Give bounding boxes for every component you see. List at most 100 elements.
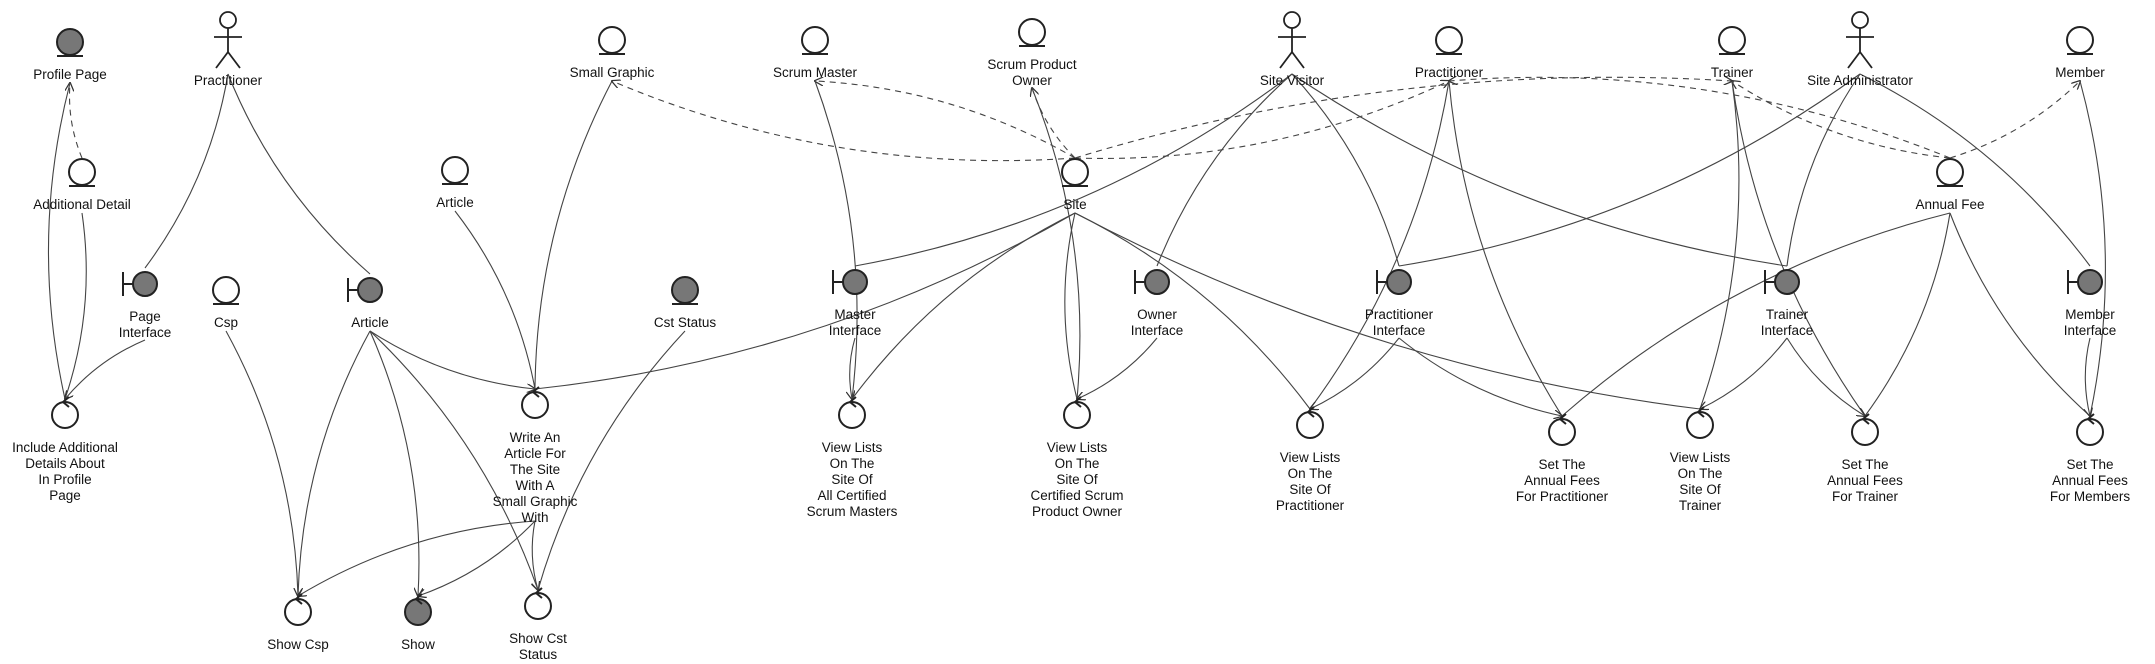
- entity-icon: [2066, 26, 2094, 54]
- edge-page_interface-to-include_details: [65, 339, 146, 399]
- node-label-line: Site Of: [1289, 482, 1331, 497]
- node-label-line: Show Cst: [509, 631, 567, 646]
- edge-site-to-view_scrum_masters: [851, 212, 1076, 400]
- node-scrum_master: Scrum Master: [773, 26, 858, 80]
- edge-site_visitor-to-owner_interface: [1156, 73, 1293, 267]
- node-label-line: Scrum Product: [987, 57, 1077, 72]
- edge-csp-to-show_csp: [225, 330, 299, 597]
- node-label-line: Small Graphic: [493, 494, 578, 509]
- entity-icon: [801, 26, 829, 54]
- node-label-line: Interface: [1373, 323, 1426, 338]
- node-label-line: Site Of: [1679, 482, 1721, 497]
- control-icon: [284, 598, 312, 626]
- edge-annual_fee-to-member: [1949, 81, 2080, 159]
- edge-scrum_product_owner-to-view_product_owner: [1031, 87, 1081, 400]
- edge-additional_detail-to-include_details: [64, 212, 87, 400]
- edge-trainer_entity-to-fees_trainer: [1731, 80, 1866, 417]
- node-label-line: With: [522, 510, 549, 525]
- node-label-line: Article: [351, 315, 389, 330]
- node-label-line: The Site: [510, 462, 560, 477]
- node-csp: Csp: [212, 276, 240, 330]
- node-label: Member: [2055, 65, 2105, 80]
- actor-icon: [1278, 11, 1306, 69]
- edge-trainer_interface-to-view_trainer: [1700, 337, 1788, 409]
- entity-icon: [1435, 26, 1463, 54]
- node-label-line: On The: [1288, 466, 1333, 481]
- control-arrow-icon: [2087, 413, 2095, 425]
- node-label: Cst Status: [654, 315, 717, 330]
- node-label-line: View Lists: [1047, 440, 1108, 455]
- edge-cst_status-to-show_cst: [537, 330, 686, 591]
- node-label-line: Small Graphic: [570, 65, 655, 80]
- node-label-line: Article: [436, 195, 474, 210]
- edge-annual_fee-to-fees_members: [1949, 212, 2091, 417]
- node-label-line: Additional Detail: [33, 197, 131, 212]
- edge-annual_fee-to-fees_practitioner: [1561, 212, 1951, 417]
- node-label-line: Page: [49, 488, 81, 503]
- node-label-line: Practitioner: [1415, 65, 1484, 80]
- node-label-line: Site Of: [1056, 472, 1098, 487]
- node-label: Csp: [214, 315, 238, 330]
- edge-site-to-view_practitioner: [1074, 212, 1311, 410]
- edge-site-to-practitioner_entity: [1074, 81, 1449, 159]
- edge-annual_fee-to-practitioner_entity: [1449, 77, 1951, 159]
- node-label-line: Trainer: [1711, 65, 1754, 80]
- edge-article_boundary-to-show: [369, 330, 419, 596]
- edge-article_boundary-to-show_csp: [298, 330, 371, 596]
- edge-additional_detail-to-profile_page: [70, 83, 83, 159]
- node-show_csp: Show Csp: [267, 593, 329, 652]
- control-arrow-icon: [295, 593, 303, 605]
- edge-practitioner_interface-to-fees_practitioner: [1398, 337, 1562, 416]
- node-show: Show: [401, 593, 435, 652]
- node-label-line: Site Administrator: [1807, 73, 1913, 88]
- boundary-icon: [132, 271, 158, 297]
- edge-master_interface-to-view_scrum_masters: [850, 337, 855, 399]
- edge-write_article-to-show_csp: [298, 520, 536, 596]
- node-label-line: Practitioner: [1365, 307, 1434, 322]
- boundary-icon: [842, 269, 868, 295]
- node-label-line: Interface: [1761, 323, 1814, 338]
- boundary-icon: [357, 277, 383, 303]
- actor-icon: [214, 11, 242, 69]
- node-label-line: Write An: [510, 430, 561, 445]
- control-icon: [2076, 418, 2104, 446]
- node-label-line: All Certified: [817, 488, 886, 503]
- node-label-line: Product Owner: [1032, 504, 1123, 519]
- edge-site_administrator-to-member_interface: [1859, 73, 2091, 267]
- node-label-line: Status: [519, 647, 558, 662]
- node-label: Article: [436, 195, 474, 210]
- node-label-line: For Trainer: [1832, 489, 1899, 504]
- control-arrow-icon: [415, 593, 423, 605]
- edge-practitioner_actor-to-page_interface: [144, 73, 229, 269]
- control-arrow-icon: [62, 396, 70, 408]
- node-article_boundary: Article: [347, 277, 389, 330]
- node-label: Trainer: [1711, 65, 1754, 80]
- node-site_visitor: Site Visitor: [1260, 11, 1325, 88]
- node-label-line: Member: [2065, 307, 2115, 322]
- edge-site_visitor-to-trainer_interface: [1291, 73, 1788, 267]
- edge-scrum_master-to-view_scrum_masters: [814, 80, 858, 400]
- node-label-line: Interface: [119, 325, 172, 340]
- node-small_graphic: Small Graphic: [570, 26, 655, 80]
- node-label-line: Site Of: [831, 472, 873, 487]
- node-label: Site: [1063, 197, 1086, 212]
- node-label-line: Site Visitor: [1260, 73, 1325, 88]
- node-label-line: View Lists: [822, 440, 883, 455]
- node-label-line: Show Csp: [267, 637, 329, 652]
